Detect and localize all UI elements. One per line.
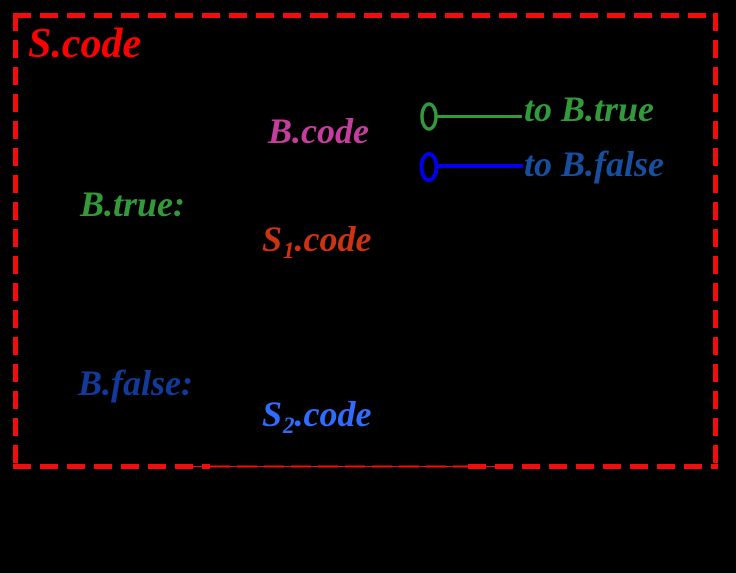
s1-code-label: S1.code bbox=[262, 218, 372, 263]
s2-code-label: S2.code bbox=[262, 393, 372, 438]
s1-subscript: 1 bbox=[283, 238, 295, 263]
legend-false-label: to B.false bbox=[524, 144, 664, 184]
s2-subscript: 2 bbox=[283, 413, 295, 438]
b-false-label: B.false: bbox=[78, 363, 193, 403]
legend-false-circle-icon bbox=[419, 152, 439, 182]
legend-true-circle-icon bbox=[420, 102, 438, 131]
s2-base: S bbox=[262, 394, 283, 434]
b-code-label: B.code bbox=[268, 111, 369, 151]
b-true-label: B.true: bbox=[80, 184, 186, 224]
s2-rest: .code bbox=[294, 394, 372, 434]
s-code-title: S.code bbox=[28, 21, 142, 67]
s1-rest: .code bbox=[294, 219, 372, 259]
legend-true-label: to B.true bbox=[524, 89, 655, 129]
s1-base: S bbox=[262, 219, 283, 259]
